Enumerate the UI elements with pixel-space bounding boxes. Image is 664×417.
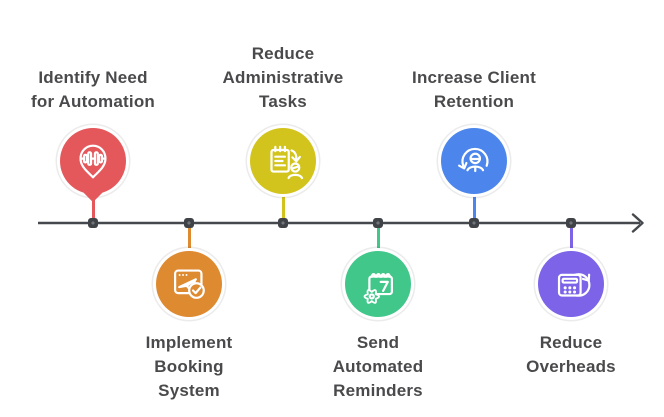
milestone-icon-bubble (60, 128, 126, 194)
milestone-label: Reduce Administrative Tasks (222, 44, 344, 111)
reminder-calendar-gear-icon (363, 273, 393, 304)
booking-window-check-icon (174, 269, 205, 299)
arrow-right-icon (631, 213, 644, 233)
milestone-icon-bubble (345, 251, 411, 317)
client-retention-refresh-icon (458, 147, 489, 173)
milestone-label: Increase Client Retention (412, 68, 536, 111)
milestone-label: Reduce Overheads (526, 333, 616, 376)
milestone-label: Implement Booking System (145, 333, 233, 400)
timeline-axis (38, 213, 644, 233)
milestone-icon-bubble (156, 251, 222, 317)
task-transfer-person-icon (270, 145, 304, 180)
calculator-refresh-icon (557, 273, 591, 297)
milestone-icon-bubble (441, 128, 507, 194)
gym-location-pin-icon (79, 144, 107, 179)
milestone-icon-bubble (538, 251, 604, 317)
milestone-icon-bubble (250, 128, 316, 194)
milestone-label: Send Automated Reminders (332, 333, 424, 400)
milestone-label: Identify Need for Automation (31, 68, 155, 111)
